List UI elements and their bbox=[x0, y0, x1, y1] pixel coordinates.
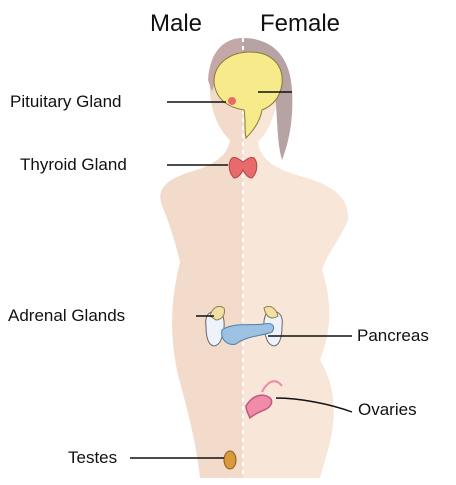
thyroid-label: Thyroid Gland bbox=[20, 155, 127, 175]
testis bbox=[224, 451, 236, 469]
pituitary-label: Pituitary Gland bbox=[10, 92, 122, 112]
female-heading: Female bbox=[260, 10, 340, 38]
adrenal-label: Adrenal Glands bbox=[8, 306, 125, 326]
ovaries-label: Ovaries bbox=[358, 400, 417, 420]
pituitary-gland bbox=[228, 97, 236, 105]
pancreas-label: Pancreas bbox=[357, 326, 429, 346]
testes-label: Testes bbox=[68, 448, 117, 468]
male-heading: Male bbox=[150, 10, 202, 38]
